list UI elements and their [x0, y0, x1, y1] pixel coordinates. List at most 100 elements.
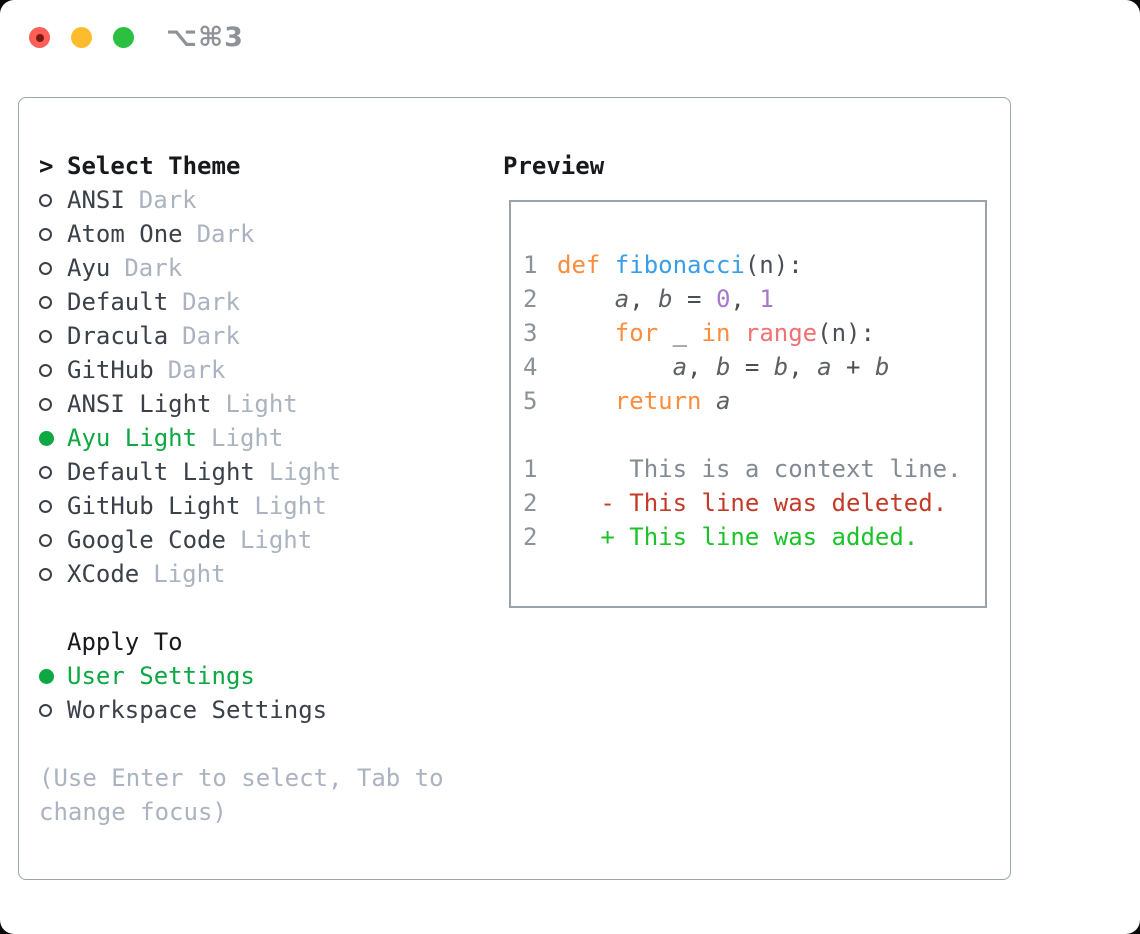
option-label: Default Light — [67, 458, 255, 486]
radio-icon — [39, 397, 52, 411]
theme-option[interactable]: Ayu Dark — [39, 251, 483, 285]
apply-to-header: Apply To — [39, 625, 483, 659]
option-label: Atom One — [67, 220, 183, 248]
radio-icon — [39, 227, 52, 241]
option-label: Google Code — [67, 526, 226, 554]
apply-to-option[interactable]: Workspace Settings — [39, 693, 483, 727]
code-line: 2 - This line was deleted. — [523, 489, 985, 523]
line-number: 1 — [523, 251, 538, 279]
option-label: Ayu — [67, 254, 111, 282]
code-text: - This line was deleted. — [600, 489, 948, 517]
radio-icon — [39, 261, 52, 275]
window-title: ⌥⌘3 — [166, 22, 244, 53]
theme-variant: Light — [225, 390, 298, 418]
option-label: ANSI — [67, 186, 125, 214]
theme-option[interactable]: ANSI Light Light — [39, 387, 483, 421]
theme-option[interactable]: ANSI Dark — [39, 183, 483, 217]
spacer — [39, 727, 483, 761]
code-text: This is a context line. — [557, 455, 962, 483]
option-label: Workspace Settings — [67, 696, 328, 724]
theme-option[interactable]: Atom One Dark — [39, 217, 483, 251]
line-number: 2 — [523, 285, 538, 313]
code-line: 5 return a — [523, 387, 985, 421]
theme-variant: Dark — [182, 288, 240, 316]
code-line: 1 This is a context line. — [523, 455, 985, 489]
theme-option[interactable]: Default Dark — [39, 285, 483, 319]
radio-icon — [39, 295, 52, 309]
line-number: 5 — [523, 387, 538, 415]
radio-icon — [39, 329, 52, 343]
option-label: Default — [67, 288, 169, 316]
theme-variant: Light — [211, 424, 284, 452]
section-title: Preview — [503, 152, 605, 180]
blank-line — [523, 421, 985, 455]
radio-selected-icon — [39, 430, 54, 446]
code-line: 4 a, b = b, a + b — [523, 353, 985, 387]
zoom-button[interactable] — [113, 27, 134, 48]
option-label: Ayu Light — [67, 424, 198, 452]
radio-icon — [39, 533, 52, 547]
theme-variant: Dark — [196, 220, 255, 248]
radio-icon — [39, 465, 52, 479]
code-line: 2 + This line was added. — [523, 523, 985, 557]
theme-option[interactable]: Ayu Light Light — [39, 421, 483, 455]
keyboard-hint: (Use Enter to select, Tab to change focu… — [39, 764, 444, 826]
option-label: XCode — [67, 560, 140, 588]
cursor-marker: > — [39, 152, 54, 180]
section-title: Apply To — [67, 628, 183, 656]
radio-icon — [39, 499, 52, 513]
code-text: + This line was added. — [600, 523, 919, 551]
code-text: a, b = b, a + b — [672, 353, 890, 381]
theme-variant: Dark — [138, 186, 197, 214]
close-button[interactable] — [29, 27, 50, 48]
section-title: Select Theme — [67, 152, 241, 180]
radio-icon — [39, 193, 52, 207]
option-label: Dracula — [67, 322, 169, 350]
theme-option[interactable]: XCode Light — [39, 557, 483, 591]
apply-to-option[interactable]: User Settings — [39, 659, 483, 693]
radio-selected-icon — [39, 668, 54, 684]
theme-variant: Dark — [124, 254, 183, 282]
theme-variant: Dark — [182, 322, 240, 350]
select-theme-header: > Select Theme — [39, 149, 483, 183]
code-text: return a — [614, 387, 731, 415]
line-number: 2 — [523, 523, 538, 551]
option-label: ANSI Light — [67, 390, 212, 418]
theme-option[interactable]: Google Code Light — [39, 523, 483, 557]
option-label: User Settings — [67, 662, 255, 690]
option-label: GitHub — [67, 356, 154, 384]
radio-icon — [39, 363, 52, 377]
line-number: 1 — [523, 455, 538, 483]
radio-icon — [39, 567, 52, 581]
theme-variant: Light — [239, 526, 313, 554]
title-bar: ⌥⌘3 — [0, 0, 1140, 70]
line-number: 3 — [523, 319, 538, 347]
code-text: a, b = 0, 1 — [614, 285, 774, 313]
code-text: def fibonacci(n): — [557, 251, 803, 279]
theme-option[interactable]: GitHub Dark — [39, 353, 483, 387]
line-number: 2 — [523, 489, 538, 517]
spacer — [39, 591, 483, 625]
radio-icon — [39, 703, 52, 717]
theme-variant: Light — [153, 560, 226, 588]
theme-variant: Light — [254, 492, 327, 520]
theme-option[interactable]: Default Light Light — [39, 455, 483, 489]
theme-variant: Dark — [167, 356, 226, 384]
theme-option[interactable]: Dracula Dark — [39, 319, 483, 353]
theme-variant: Light — [268, 458, 342, 486]
code-line: 2 a, b = 0, 1 — [523, 285, 985, 319]
line-number: 4 — [523, 353, 538, 381]
code-line: 1 def fibonacci(n): — [523, 251, 985, 285]
minimize-button[interactable] — [71, 27, 92, 48]
code-text: for _ in range(n): — [614, 319, 875, 347]
preview-header: Preview — [503, 149, 987, 183]
